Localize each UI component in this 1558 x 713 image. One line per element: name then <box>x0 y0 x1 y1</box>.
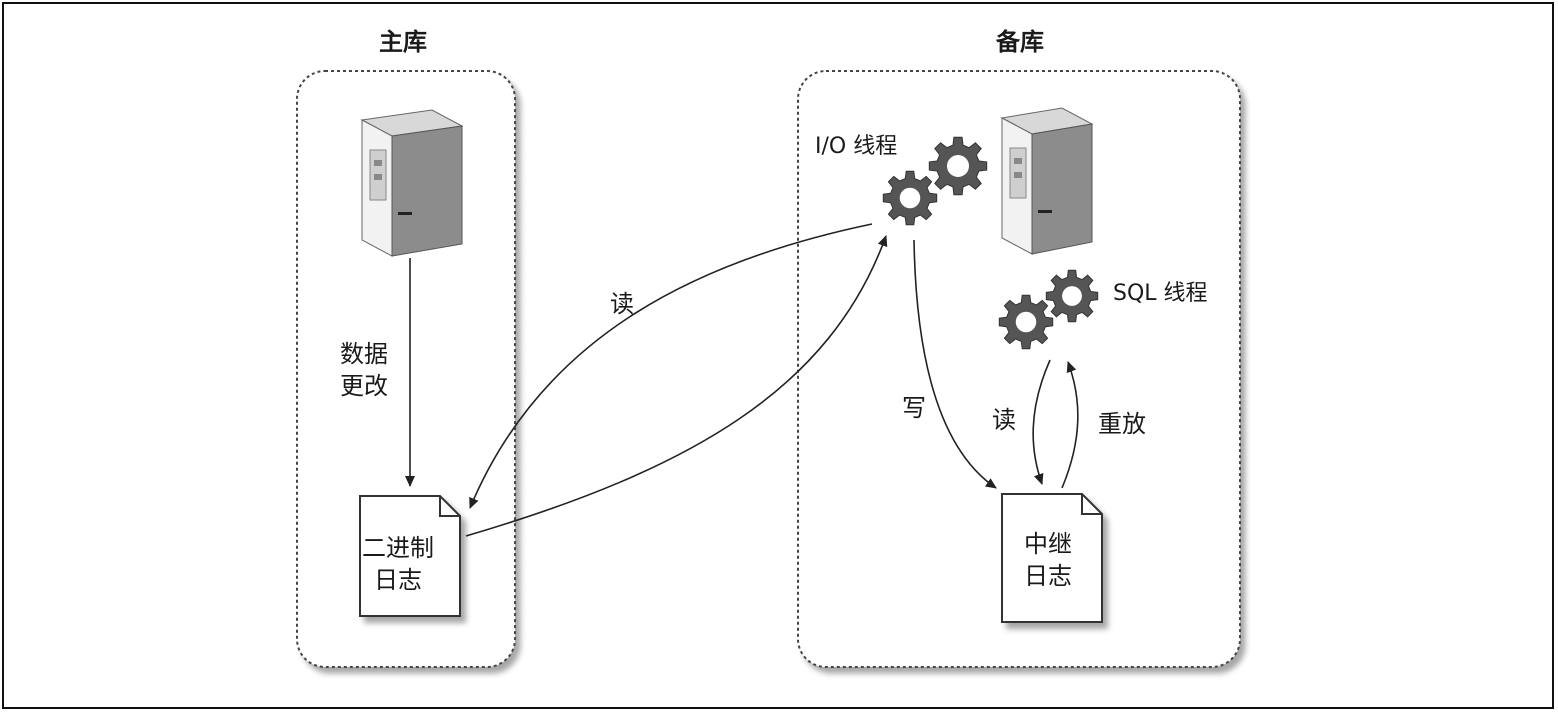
data-change-label: 数据 更改 <box>340 340 388 400</box>
sql-replay-arrow <box>1061 361 1079 489</box>
binlog-label: 二进制 日志 <box>362 534 434 594</box>
binlog-to-io-arrow <box>465 235 888 537</box>
master-title: 主库 <box>379 28 427 56</box>
sql-read-label: 读 <box>992 406 1016 434</box>
replica-title: 备库 <box>996 28 1044 56</box>
replica-server-icon <box>1000 107 1094 255</box>
master-server-icon <box>360 109 464 257</box>
relay-log-label: 中继 日志 <box>1024 530 1072 590</box>
sql-thread-gear-icon <box>1045 269 1099 323</box>
io-thread-label: I/O 线程 <box>815 134 898 159</box>
relay-log-document-icon <box>1001 493 1103 623</box>
io-read-binlog-arrow <box>469 223 873 509</box>
io-write-relay-arrow <box>913 239 997 489</box>
binlog-document-icon <box>359 495 461 617</box>
sql-thread-label: SQL 线程 <box>1113 281 1208 306</box>
sql-thread-gear-icon <box>998 294 1054 350</box>
write-label: 写 <box>902 394 926 422</box>
replay-label: 重放 <box>1098 410 1146 438</box>
link-read-label: 读 <box>610 290 634 318</box>
io-thread-gear-icon <box>882 170 938 226</box>
io-thread-gear-icon <box>928 136 988 196</box>
sql-read-relay-arrow <box>1032 359 1051 485</box>
